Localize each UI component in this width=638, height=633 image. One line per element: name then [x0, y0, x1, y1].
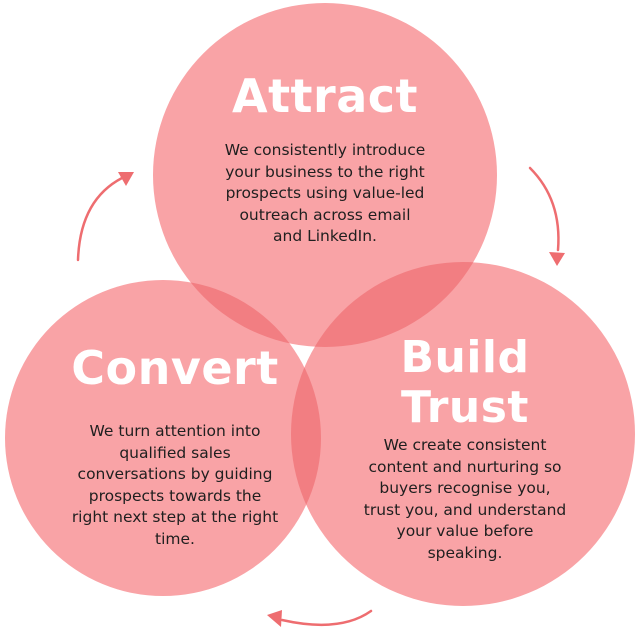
convert-title: Convert: [71, 341, 279, 395]
curved-arrow-icon: [528, 166, 565, 266]
build-trust-description: We create consistent content and nurturi…: [330, 435, 600, 565]
build-trust-title-line: Build: [400, 332, 530, 383]
build-trust-title-line: Trust: [401, 382, 529, 433]
attract-description-line: We consistently introduce: [224, 141, 426, 159]
convert-circle: [5, 280, 321, 596]
convert-description: We turn attention into qualified sales c…: [40, 421, 310, 551]
convert-description-line: qualified sales: [119, 443, 231, 462]
attract-description-line: your business to the right: [225, 162, 425, 181]
attract-description-line: prospects using value-led: [225, 184, 425, 203]
attract-description-line: and LinkedIn.: [273, 227, 377, 246]
build-trust-description-line: buyers recognise you,: [379, 479, 551, 498]
attract-description: We consistently introduce your business …: [190, 140, 460, 248]
build-trust-description-line: speaking.: [427, 543, 503, 562]
build-trust-title: Build Trust: [330, 333, 600, 433]
build-trust-description-line: content and nurturing so: [368, 457, 562, 476]
convert-description-line: right next step at the right: [71, 508, 279, 527]
build-trust-description-line: trust you, and understand: [363, 500, 567, 519]
build-trust-description-line: your value before: [396, 522, 534, 541]
attract-title: Attract: [231, 69, 419, 123]
convert-description-line: prospects towards the: [88, 486, 262, 505]
convert-description-line: We turn attention into: [89, 422, 261, 440]
convert-description-line: time.: [155, 529, 195, 548]
build-trust-circle: [291, 262, 635, 606]
curved-arrow-icon: [76, 172, 134, 262]
attract-circle: [153, 3, 497, 347]
curved-arrow-icon: [267, 609, 373, 627]
convert-description-line: conversations by guiding: [77, 465, 273, 484]
attract-description-line: outreach across email: [239, 205, 411, 224]
build-trust-description-line: We create consistent: [383, 436, 547, 454]
